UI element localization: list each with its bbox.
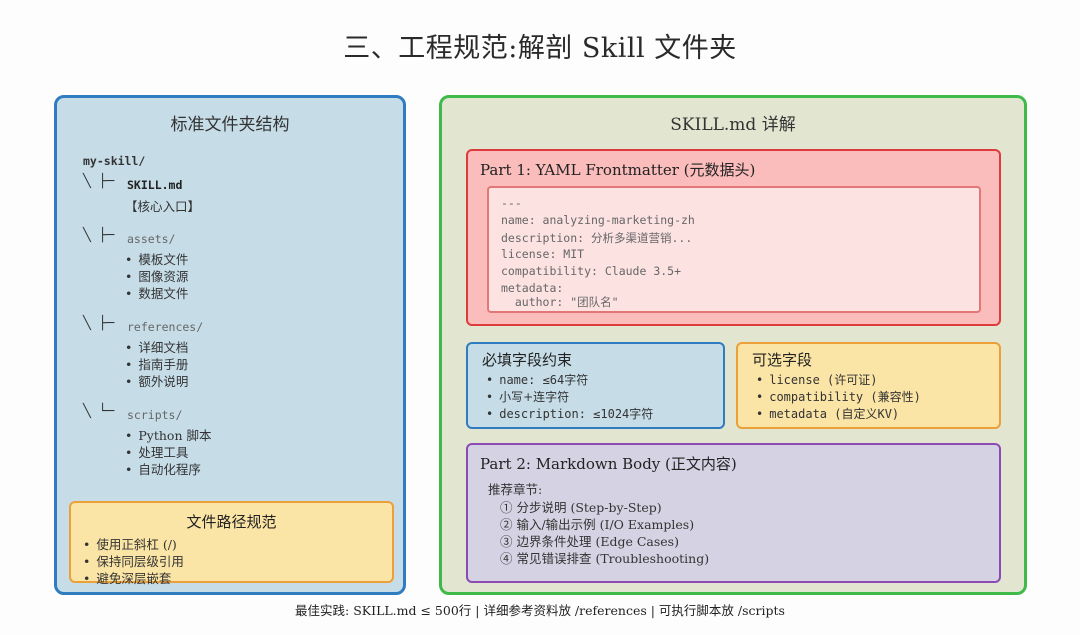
- folder-tree: my-skill/ ╲ ├─ SKILL.md 【核心入口】 ╲ ├─ asse…: [83, 154, 211, 477]
- core-entry-note: 【核心入口】: [125, 199, 201, 214]
- skill-md-panel: SKILL.md 详解 Part 1: YAML Frontmatter (元数…: [439, 95, 1027, 595]
- required-fields-list: name: ≤64字符 小写+连字符 description: ≤1024字符: [486, 372, 653, 423]
- tree-branch-glyph: ╲ └─: [83, 404, 115, 419]
- list-item: 避免深层嵌套: [83, 570, 184, 587]
- yaml-code-block: --- name: analyzing-marketing-zh descrip…: [487, 186, 981, 313]
- optional-fields-box: 可选字段 license (许可证) compatibility (兼容性) m…: [736, 342, 1001, 429]
- list-item: 小写+连字符: [486, 389, 653, 406]
- list-item: 保持同层级引用: [83, 553, 184, 570]
- assets-list: 模板文件 图像资源 数据文件: [125, 251, 188, 302]
- tree-root: my-skill/: [83, 154, 146, 168]
- page-title: 三、工程规范:解剖 Skill 文件夹: [343, 33, 737, 64]
- list-item: ④ 常见错误排查 (Troubleshooting): [500, 551, 710, 566]
- yaml-frontmatter-box: Part 1: YAML Frontmatter (元数据头) --- name…: [466, 149, 1001, 326]
- path-rules-title: 文件路径规范: [186, 513, 277, 531]
- tree-entry-name: SKILL.md: [127, 178, 183, 192]
- optional-fields-title: 可选字段: [752, 351, 813, 369]
- list-item: 图像资源: [125, 268, 188, 285]
- list-item: name: ≤64字符: [486, 372, 653, 389]
- required-fields-box: 必填字段约束 name: ≤64字符 小写+连字符 description: ≤…: [466, 342, 725, 429]
- yaml-line: description: 分析多渠道营销...: [501, 231, 693, 245]
- scripts-list: Python 脚本 处理工具 自动化程序: [125, 427, 211, 478]
- list-item: Python 脚本: [125, 427, 211, 444]
- yaml-line: compatibility: Claude 3.5+: [501, 264, 682, 278]
- tree-entry-name: scripts/: [127, 408, 183, 422]
- list-item: 自动化程序: [125, 461, 211, 478]
- yaml-line: ---: [501, 196, 522, 210]
- list-item: 数据文件: [125, 285, 188, 302]
- list-item: 模板文件: [125, 251, 188, 268]
- tree-branch-glyph: ╲ ├─: [83, 228, 115, 243]
- best-practice-footer: 最佳实践: SKILL.md ≤ 500行 | 详细参考资料放 /referen…: [295, 603, 785, 618]
- tree-entry-name: assets/: [127, 232, 176, 246]
- list-item: ③ 边界条件处理 (Edge Cases): [500, 534, 679, 549]
- recommended-sections-list: ① 分步说明 (Step-by-Step) ② 输入/输出示例 (I/O Exa…: [500, 499, 709, 567]
- yaml-line: metadata:: [501, 281, 564, 295]
- path-rules-box: 文件路径规范 使用正斜杠 (/) 保持同层级引用 避免深层嵌套: [69, 501, 394, 586]
- list-item: license (许可证): [756, 372, 921, 389]
- list-item: 额外说明: [125, 373, 188, 390]
- part1-title: Part 1: YAML Frontmatter (元数据头): [480, 161, 756, 179]
- optional-fields-list: license (许可证) compatibility (兼容性) metada…: [756, 372, 921, 423]
- yaml-line: author: "团队名": [501, 295, 619, 309]
- yaml-line: license: MIT: [501, 247, 585, 261]
- list-item: metadata (自定义KV): [756, 406, 921, 423]
- tree-entry-name: references/: [127, 320, 204, 334]
- yaml-line: name: analyzing-marketing-zh: [501, 213, 695, 227]
- folder-structure-panel: 标准文件夹结构 my-skill/ ╲ ├─ SKILL.md 【核心入口】 ╲…: [54, 95, 406, 595]
- required-fields-title: 必填字段约束: [482, 351, 573, 369]
- list-item: 指南手册: [125, 356, 188, 373]
- list-item: ① 分步说明 (Step-by-Step): [500, 500, 662, 515]
- list-item: compatibility (兼容性): [756, 389, 921, 406]
- tree-branch-glyph: ╲ ├─: [83, 316, 115, 331]
- references-list: 详细文档 指南手册 额外说明: [125, 339, 188, 390]
- list-item: ② 输入/输出示例 (I/O Examples): [500, 517, 695, 532]
- list-item: description: ≤1024字符: [486, 406, 653, 423]
- list-item: 使用正斜杠 (/): [83, 536, 184, 553]
- folder-structure-heading: 标准文件夹结构: [170, 115, 290, 135]
- tree-branch-glyph: ╲ ├─: [83, 174, 115, 189]
- skill-md-heading: SKILL.md 详解: [670, 115, 796, 135]
- list-item: 处理工具: [125, 444, 211, 461]
- recommended-sections-label: 推荐章节:: [488, 482, 543, 497]
- markdown-body-box: Part 2: Markdown Body (正文内容) 推荐章节: ① 分步说…: [466, 443, 1001, 583]
- part2-title: Part 2: Markdown Body (正文内容): [480, 455, 737, 473]
- path-rules-list: 使用正斜杠 (/) 保持同层级引用 避免深层嵌套: [83, 536, 184, 587]
- list-item: 详细文档: [125, 339, 188, 356]
